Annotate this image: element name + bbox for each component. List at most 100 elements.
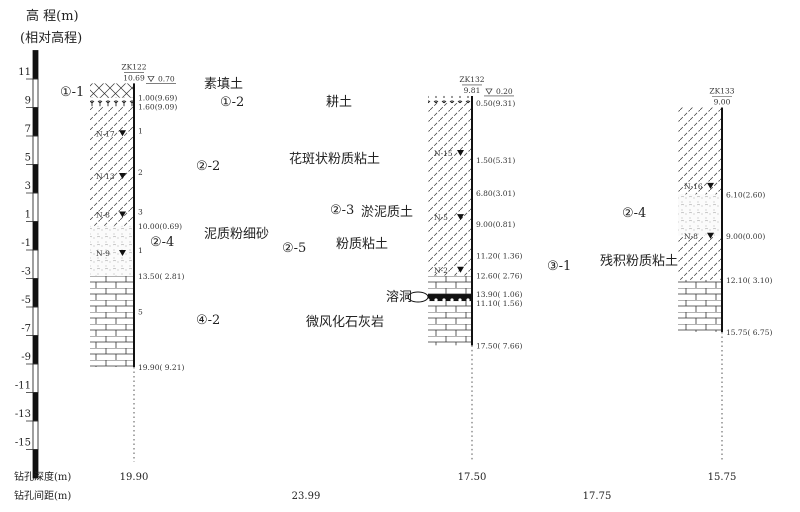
water-level: 0.20 xyxy=(496,87,513,96)
spt-marker-icon xyxy=(707,182,714,189)
layer-clay xyxy=(678,107,722,195)
axis-segment xyxy=(32,192,39,222)
spt-n-value: N-8 xyxy=(96,211,110,220)
stratum-label: ①-1 xyxy=(60,85,84,100)
spt-marker-icon xyxy=(707,232,714,239)
layer-clay xyxy=(428,103,472,276)
spt-marker-icon xyxy=(119,249,126,256)
stratum-name: 残积粉质粘土 xyxy=(600,254,678,269)
axis-title: 高 程(m) xyxy=(26,8,79,24)
depth-label: 19.90( 9.21) xyxy=(138,363,184,372)
axis-tick-label: -5 xyxy=(21,295,31,306)
stratum-label: 素填土 xyxy=(204,77,243,92)
borehole-elevation: 9.00 xyxy=(714,98,731,107)
spt-marker-icon xyxy=(119,211,126,218)
footer-depth-label: 钻孔深度(m) xyxy=(14,470,71,483)
layer-limestone xyxy=(428,275,472,295)
spt-marker-icon xyxy=(119,173,126,180)
stratum-name: 素填土 xyxy=(204,77,243,92)
axis-tick-label: 3 xyxy=(25,181,31,192)
axis-segment xyxy=(32,107,39,137)
depth-label: 0.50(9.31) xyxy=(476,99,515,108)
spt-marker-icon xyxy=(119,130,126,137)
layer-clay xyxy=(678,235,722,280)
stratum-name: 粉质粘土 xyxy=(336,237,388,252)
depth-label: 13.50( 2.81) xyxy=(138,272,184,281)
axis-tick-label: 11 xyxy=(18,67,31,78)
axis-tick-label: -7 xyxy=(21,324,31,335)
axis-segment xyxy=(32,135,39,165)
borehole-depth: 17.50 xyxy=(458,472,487,483)
depth-label: 6.10(2.60) xyxy=(726,190,765,199)
depth-label: 6.80(3.01) xyxy=(476,189,515,198)
depth-label: 12.10( 3.10) xyxy=(726,276,772,285)
axis-segment xyxy=(32,164,39,194)
depth-label: 15.75( 6.75) xyxy=(726,328,772,337)
borehole-elevation: 9.81 xyxy=(464,86,481,95)
spt-n-value: N-16 xyxy=(684,182,703,191)
borehole-id: ZK132 xyxy=(459,75,484,84)
axis-segment xyxy=(32,249,39,279)
stratum-label: ②-4 xyxy=(622,206,646,221)
axis-subtitle: (相对高程) xyxy=(20,30,82,46)
water-level: 0.70 xyxy=(158,74,175,83)
depth-label: 17.50( 7.66) xyxy=(476,341,522,350)
depth-label: 9.00(0.00) xyxy=(726,232,765,241)
depth-label: 9.00(0.81) xyxy=(476,220,515,229)
layer-limestone xyxy=(678,279,722,332)
spt-marker-icon xyxy=(457,149,464,156)
axis-segment xyxy=(32,78,39,108)
borehole-spacing: 23.99 xyxy=(292,491,321,502)
axis-tick-label: -11 xyxy=(15,381,31,392)
depth-label: 11.10( 1.56) xyxy=(476,299,522,308)
boreholes: ZK12210.691.00(9.69)1.60(9.09)10.00(0.69… xyxy=(90,62,772,462)
borehole-spacing: 17.75 xyxy=(583,491,612,502)
water-level-icon xyxy=(147,76,155,83)
layer-limestone xyxy=(428,301,472,346)
spt-marker-icon xyxy=(457,214,464,221)
axis-segment xyxy=(32,306,39,336)
stratum-code: ③-1 xyxy=(547,259,571,274)
depth-label: 12.60( 2.76) xyxy=(476,272,522,281)
borehole-zk122: ZK12210.691.00(9.69)1.60(9.09)10.00(0.69… xyxy=(90,62,184,462)
axis-segment xyxy=(32,221,39,251)
axis-segment xyxy=(32,278,39,308)
layer-sand-tint xyxy=(678,194,722,236)
stratum-name: 泥质粉细砂 xyxy=(204,227,269,242)
stratum-code: ①-1 xyxy=(60,85,84,100)
stratum-code: ②-4 xyxy=(622,206,646,221)
stratum-label: 溶洞 xyxy=(386,290,412,305)
stratum-code: ②-4 xyxy=(150,235,174,250)
stratum-code: ①-2 xyxy=(220,95,244,110)
spt-n-value: N-17 xyxy=(96,129,115,138)
layer-sand xyxy=(678,194,722,236)
axis-segment xyxy=(32,420,39,450)
layer-plant xyxy=(90,97,134,107)
borehole-depth: 15.75 xyxy=(708,472,737,483)
depth-label: 1.50(5.31) xyxy=(476,156,515,165)
stratum-name: 溶洞 xyxy=(386,290,412,305)
stratum-code: ②-5 xyxy=(282,241,306,256)
stratum-label: ②-4 泥质粉细砂 xyxy=(150,227,269,250)
borehole-elevation: 10.69 xyxy=(123,73,145,82)
spt-n-value: N-2 xyxy=(434,266,448,275)
depth-label: 11.20( 1.36) xyxy=(476,252,522,261)
water-level-icon xyxy=(485,88,493,95)
spt-n-value: N-8 xyxy=(684,232,698,241)
axis-tick-label: 7 xyxy=(25,124,31,135)
cave-icon xyxy=(407,291,429,303)
stratum-code: ②-3 xyxy=(330,203,354,218)
stratum-label: ①-2 耕土 xyxy=(220,94,352,110)
sample-number: 5 xyxy=(138,307,143,316)
spt-n-value: N-13 xyxy=(96,172,115,181)
borehole-id: ZK133 xyxy=(709,87,734,96)
stratum-name: 耕土 xyxy=(326,94,352,110)
layer-cave xyxy=(428,294,472,302)
axis-tick-label: 5 xyxy=(25,153,31,164)
